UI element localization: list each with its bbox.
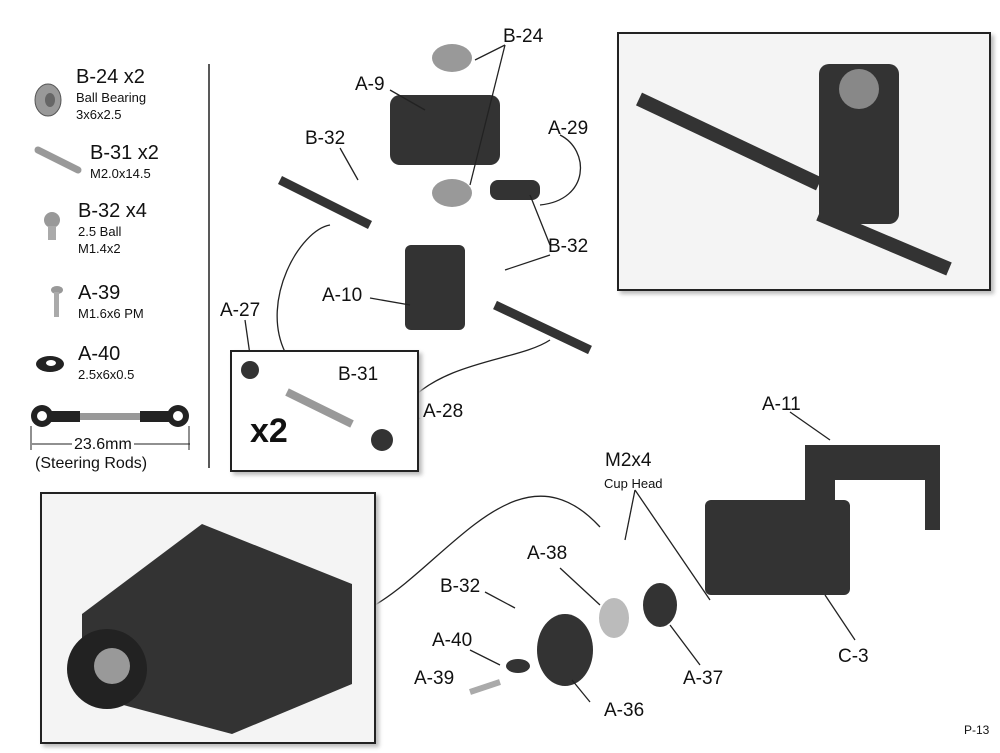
label-a36: A-36 (604, 700, 645, 721)
bearing-top (432, 44, 472, 72)
label-b32: B-32 (440, 576, 481, 597)
label-a9: A-9 (355, 74, 385, 95)
part-desc: M1.6x6 PM (78, 306, 144, 321)
part-b31: B-31 x2 M2.0x14.5 (90, 142, 159, 182)
part-b24: B-24 x2 Ball Bearing 3x6x2.5 (76, 66, 146, 123)
part-code: B-24 x2 (76, 66, 145, 88)
label-b32: B-32 (305, 128, 346, 149)
washer-icon (36, 356, 64, 372)
part-desc: M2.0x14.5 (90, 166, 151, 181)
hub-a37 (643, 583, 677, 627)
label-a10: A-10 (322, 285, 363, 306)
steering-rod-icon (30, 405, 190, 450)
part-desc: 2.5x6x0.5 (78, 367, 135, 382)
label-b24: B-24 (503, 26, 544, 47)
part-code: B-32 x4 (78, 200, 147, 222)
part-desc: M1.4x2 (78, 241, 121, 256)
rod-length: 23.6mm (72, 436, 134, 454)
inset-servo-photo (40, 492, 376, 744)
pin-icon (34, 146, 82, 174)
part-code: A-40 (78, 343, 121, 365)
rod-right (493, 300, 592, 355)
ball-bearing-icon (34, 83, 62, 117)
collar-a38 (599, 598, 629, 638)
label-m2x4: M2x4 (605, 450, 652, 471)
label-a11: A-11 (762, 394, 801, 415)
rod-caption: (Steering Rods) (35, 455, 148, 472)
label-c3: C-3 (838, 646, 869, 667)
washer-a40 (506, 659, 530, 673)
horn-a36 (537, 614, 593, 686)
label-b32: B-32 (548, 236, 589, 257)
leader-lines (244, 44, 856, 703)
label-a27: A-27 (220, 300, 261, 321)
part-desc: 3x6x2.5 (76, 107, 122, 122)
label-a37: A-37 (683, 668, 724, 689)
ball-stud-icon (44, 212, 60, 240)
mount-a11 (805, 445, 940, 530)
label-cup-head: Cup Head (604, 476, 663, 491)
part-desc: Ball Bearing (76, 90, 147, 105)
page-number: P-13 (964, 723, 990, 737)
rod-left (277, 175, 373, 230)
inset-steering-assembly-photo (617, 32, 991, 291)
servo-c3 (705, 500, 850, 595)
label-a29: A-29 (548, 118, 589, 139)
quantity-x2: x2 (250, 412, 288, 450)
link-a29 (490, 180, 540, 200)
steering-arm-a9 (390, 95, 500, 165)
part-a40: A-40 2.5x6x0.5 (78, 343, 134, 383)
label-b31: B-31 (338, 364, 379, 385)
label-a40: A-40 (432, 630, 473, 651)
inset-rod-assembly: x2 (230, 350, 419, 472)
screw-a39 (469, 679, 501, 695)
post-a10 (405, 245, 465, 330)
label-a28: A-28 (423, 401, 464, 422)
screw-icon (51, 286, 63, 317)
label-a39: A-39 (414, 668, 455, 689)
bearing-bottom (432, 179, 472, 207)
label-a38: A-38 (527, 543, 568, 564)
part-code: B-31 x2 (90, 142, 159, 164)
part-code: A-39 (78, 282, 121, 304)
part-desc: 2.5 Ball (78, 224, 122, 239)
